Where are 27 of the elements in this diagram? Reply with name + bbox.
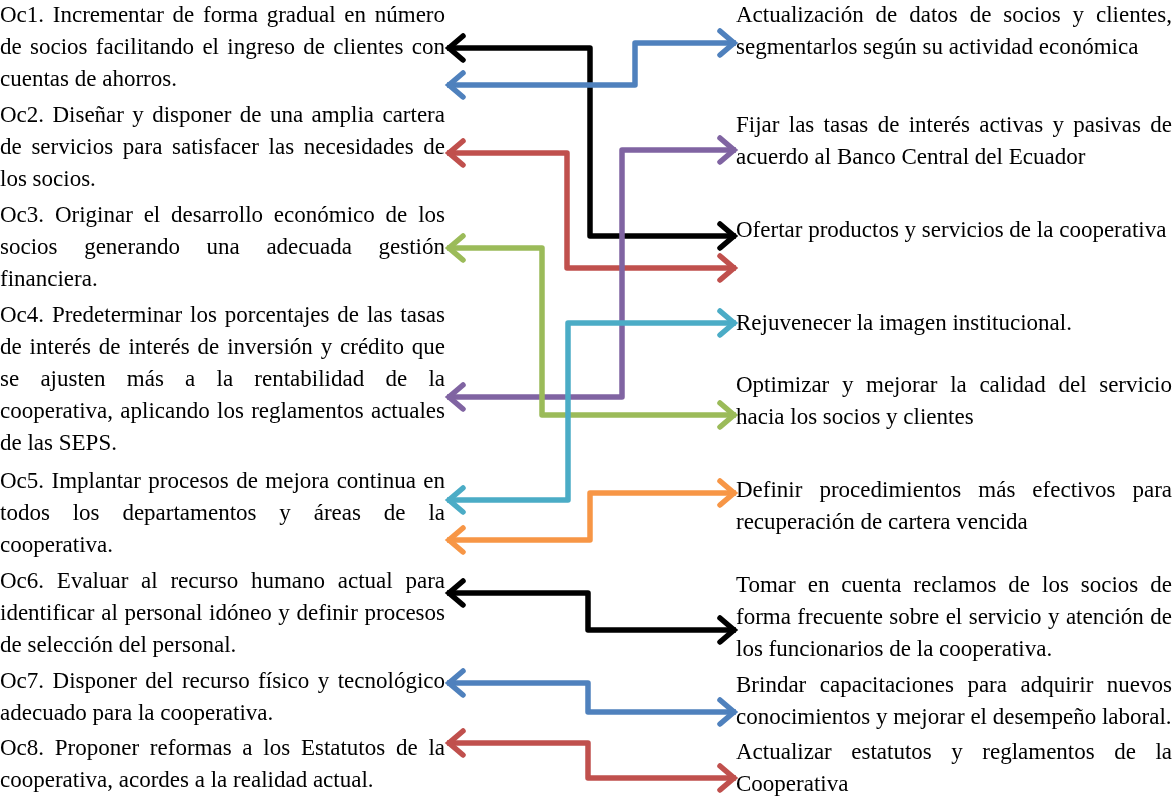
objective-text: Optimizar y mejorar la calidad del servicio hacia los socios y clientes [736, 371, 1172, 431]
double-arrow [446, 33, 737, 251]
double-arrow [446, 728, 737, 793]
double-arrow [446, 135, 737, 412]
objective-text: Oc2. Diseñar y disponer de una amplia cartera de servicios para satisfacer las necesidades de los socios. [0, 100, 445, 193]
objective-text: Oc3. Originar el desarrollo económico de los socios generando una adecuada gestión financiera. [0, 200, 445, 293]
objective-text: Oc5. Implantar procesos de mejora continua en todos los departamentos y áreas de la cooperativa. [0, 467, 445, 560]
double-arrow [446, 233, 737, 430]
objective-text: Oc4. Predeterminar los porcentajes de las tasas de interés de interés de inversión y crédito que se ajusten más a la rentabilidad de la cooperativa, aplicando los reglamentos actuales de las SEPS. [0, 300, 445, 457]
objective-text: Ofertar productos y servicios de la cooperativa [736, 216, 1168, 244]
double-arrow [446, 668, 737, 727]
objective-text: Brindar capacitaciones para adquirir nuevos conocimientos y mejorar el desempeño laboral. [736, 671, 1172, 731]
objective-text: Oc1. Incrementar de forma gradual en número de socios facilitando el ingreso de clientes con cuentas de ahorros. [0, 1, 445, 93]
objective-text: Tomar en cuenta reclamos de los socios de forma frecuente sobre el servicio y atención de los funcionarios de la cooperativa. [736, 571, 1172, 663]
objective-text: Oc6. Evaluar al recurso humano actual para identificar al personal idóneo y definir procesos de selección del personal. [0, 567, 445, 660]
double-arrow [446, 478, 737, 555]
objective-text: Actualizar estatutos y reglamentos de la Cooperativa [736, 738, 1172, 796]
double-arrow [446, 138, 737, 283]
objective-text: Rejuvenecer la imagen institucional. [736, 309, 1073, 337]
objective-text: Definir procedimientos más efectivos para recuperación de cartera vencida [736, 476, 1172, 536]
objective-text: Oc8. Proponer reformas a los Estatutos de la cooperativa, acordes a la realidad actual. [0, 733, 445, 794]
objective-text: Actualización de datos de socios y clientes, segmentarlos según su actividad económica [736, 1, 1172, 61]
double-arrow [446, 578, 737, 645]
double-arrow [446, 308, 737, 515]
objective-text: Fijar las tasas de interés activas y pasivas de acuerdo al Banco Central del Ecuador [736, 111, 1172, 171]
double-arrow [446, 28, 737, 100]
objective-text: Oc7. Disponer del recurso físico y tecnológico adecuado para la cooperativa. [0, 667, 445, 727]
